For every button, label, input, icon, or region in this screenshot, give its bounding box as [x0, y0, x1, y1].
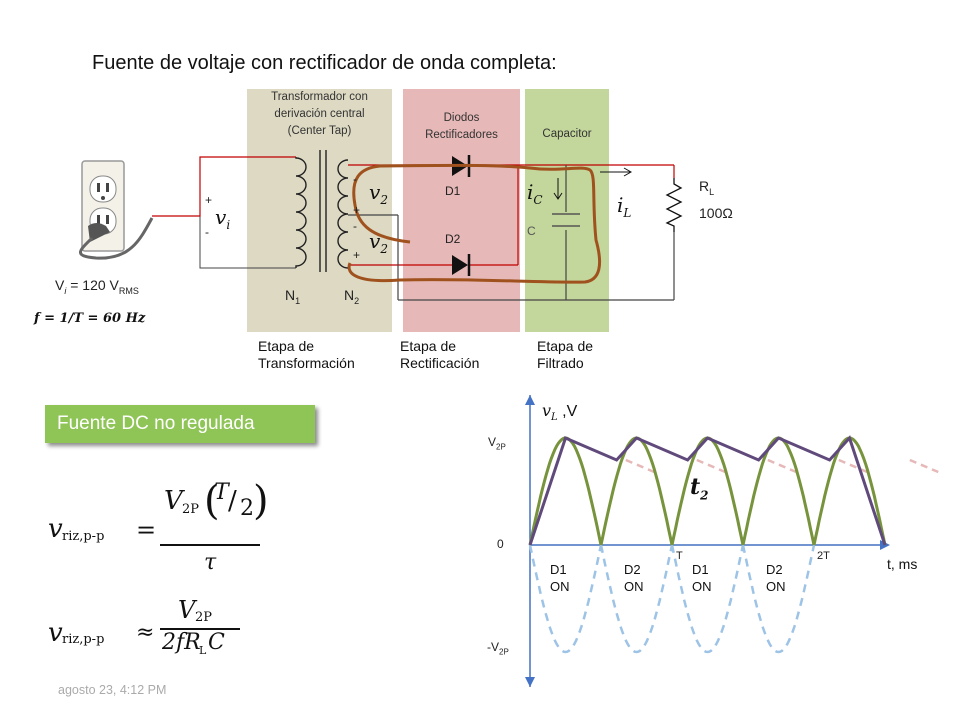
- n2-label: N2: [344, 287, 360, 306]
- rectified-halfcycle-4: [741, 436, 816, 546]
- secondary-coil: [337, 159, 349, 269]
- decay-extension-3: [767, 458, 797, 474]
- wall-outlet-icon: [79, 160, 154, 260]
- capacitor-panel-label: Capacitor: [542, 128, 592, 140]
- graph-x-axis-label: t, ms: [887, 556, 918, 572]
- ic-label: iC: [527, 180, 543, 207]
- circuit-diagram: [79, 150, 683, 301]
- v2-top-minus: -: [353, 172, 357, 186]
- d2-label: D2: [445, 232, 461, 246]
- transformer-panel-label: Transformador con derivación central (Ce…: [271, 91, 368, 137]
- v2-top-label: v2: [369, 180, 388, 207]
- rl-value: 100Ω: [699, 205, 733, 221]
- negative-halfcycle-2: [599, 544, 674, 654]
- v2-bot-plus: +: [353, 248, 361, 262]
- rl-label: RL: [699, 178, 715, 197]
- vi-value: Vi = 120 VRMS: [55, 277, 139, 296]
- ripple-formula-approx: v riz,p-p ≈ V 2P 2fR L C: [48, 596, 278, 668]
- capacitor-c-label: C: [527, 224, 536, 238]
- capacitor-icon: [552, 213, 580, 227]
- il-label: iL: [617, 193, 632, 220]
- graph-zero-label: 0: [497, 537, 504, 551]
- frequency-formula: f = 1/T = 60 Hz: [34, 311, 146, 326]
- graph-tick-t: T: [676, 550, 683, 562]
- diodes-panel-label: Diodos Rectificadores: [425, 112, 498, 141]
- negative-halfcycle-4: [741, 544, 816, 654]
- graph-v2p-label: V2P: [488, 435, 506, 452]
- vi-minus-sign: -: [205, 225, 209, 239]
- v2-bot-minus: -: [353, 219, 357, 233]
- graph-y-axis-label: vL ,V: [542, 401, 578, 424]
- decay-extension-1: [625, 458, 655, 474]
- unregulated-dc-badge: Fuente DC no regulada: [45, 405, 315, 443]
- n1-label: N1: [285, 287, 301, 306]
- graph-neg-v2p-label: -V2P: [487, 640, 509, 657]
- decay-extension-2: [696, 458, 726, 474]
- rectified-halfcycle-1: [528, 436, 603, 546]
- diode-d2-icon: [452, 254, 471, 276]
- current-loop-path: [347, 163, 602, 284]
- filtered-envelope: [528, 435, 887, 546]
- d1-label: D1: [445, 184, 461, 198]
- v2-bottom-label: v2: [369, 229, 388, 256]
- rectified-halfcycle-2: [599, 436, 674, 546]
- rectified-halfcycle-5: [812, 436, 887, 546]
- waveform-graph: [525, 395, 939, 687]
- resistor-icon: [665, 178, 683, 232]
- slide-footer-date: agosto 23, 4:12 PM: [58, 683, 167, 697]
- t2-label: t2: [690, 474, 709, 503]
- negative-halfcycle-3: [670, 544, 745, 654]
- diodes-panel: [403, 89, 520, 332]
- v2-top-plus: +: [353, 203, 361, 217]
- graph-tick-2t: 2T: [817, 550, 830, 562]
- primary-coil: [295, 150, 327, 272]
- vi-label: vi: [215, 205, 231, 232]
- decay-extension-4: [838, 458, 868, 474]
- decay-extension-5: [909, 458, 939, 474]
- ripple-formula-exact: v riz,p-p = V 2P ( T / 2 ) τ: [48, 478, 269, 575]
- slide-title: Fuente de voltaje con rectificador de on…: [92, 52, 557, 74]
- negative-halfcycle-1: [528, 544, 603, 654]
- vi-plus-sign: +: [205, 193, 213, 207]
